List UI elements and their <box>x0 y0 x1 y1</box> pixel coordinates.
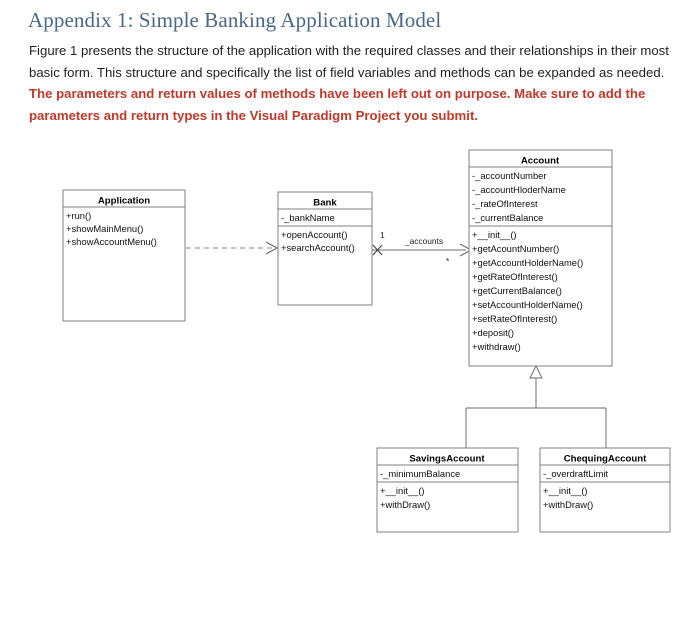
class-member: +setRateOfInterest() <box>472 313 557 324</box>
class-member: -_accountHloderName <box>472 184 566 195</box>
class-member: +getCurrentBalance() <box>472 285 562 296</box>
association-source-multiplicity: 1 <box>380 230 385 240</box>
intro-text-normal: Figure 1 presents the structure of the a… <box>29 43 669 80</box>
class-name-savings-account: SavingsAccount <box>409 454 485 465</box>
class-member: -_accountNumber <box>472 170 547 181</box>
uml-canvas: Bank --> Account (_accounts, 1 .. *) -->… <box>62 149 671 533</box>
class-member: -_overdraftLimit <box>543 468 609 479</box>
association-label: _accounts <box>404 236 443 246</box>
intro-text-warning: The parameters and return values of meth… <box>29 86 646 123</box>
class-member: +withdraw() <box>472 341 521 352</box>
edge-generalization-tree <box>465 364 607 448</box>
class-member: +getAcountNumber() <box>472 243 559 254</box>
class-member: +__init__() <box>472 229 517 240</box>
class-member: +getRateOfInterest() <box>472 271 558 282</box>
class-member: +withDraw() <box>380 499 430 510</box>
class-name-application: Application <box>98 196 150 207</box>
edge-dependency-application-bank <box>186 241 279 255</box>
class-box-chequing-account[interactable]: ChequingAccount -_overdraftLimit +__init… <box>539 447 671 533</box>
class-box-application[interactable]: Application +run() +showMainMenu() +show… <box>62 189 186 322</box>
class-member: +__init__() <box>380 485 425 496</box>
intro-paragraph: Figure 1 presents the structure of the a… <box>29 40 679 126</box>
class-member: -_currentBalance <box>472 212 543 223</box>
class-member: +run() <box>66 210 91 221</box>
class-member: +showAccountMenu() <box>66 236 157 247</box>
class-box-savings-account[interactable]: SavingsAccount -_minimumBalance +__init_… <box>376 447 519 533</box>
class-name-account: Account <box>521 156 560 167</box>
class-member: +withDraw() <box>543 499 593 510</box>
class-box-account[interactable]: Account -_accountNumber -_accountHloderN… <box>468 149 613 367</box>
class-member: +searchAccount() <box>281 242 355 253</box>
edge-association-bank-account: _accounts 1 * <box>372 230 473 266</box>
class-member: +setAccountHolderName() <box>472 299 583 310</box>
class-member: +getAccountHolderName() <box>472 257 583 268</box>
class-name-chequing-account: ChequingAccount <box>564 454 647 465</box>
uml-class-diagram: Bank --> Account (_accounts, 1 .. *) -->… <box>0 140 700 560</box>
class-member: -_minimumBalance <box>380 468 460 479</box>
association-target-multiplicity: * <box>446 256 450 266</box>
class-member: +openAccount() <box>281 229 347 240</box>
class-member: +__init__() <box>543 485 588 496</box>
class-box-bank[interactable]: Bank -_bankName +openAccount() +searchAc… <box>277 191 373 306</box>
class-member: -_rateOfInterest <box>472 198 538 209</box>
class-member: +deposit() <box>472 327 514 338</box>
class-member: +showMainMenu() <box>66 223 143 234</box>
class-name-bank: Bank <box>313 198 337 209</box>
class-member: -_bankName <box>281 212 335 223</box>
page-title: Appendix 1: Simple Banking Application M… <box>28 8 442 32</box>
